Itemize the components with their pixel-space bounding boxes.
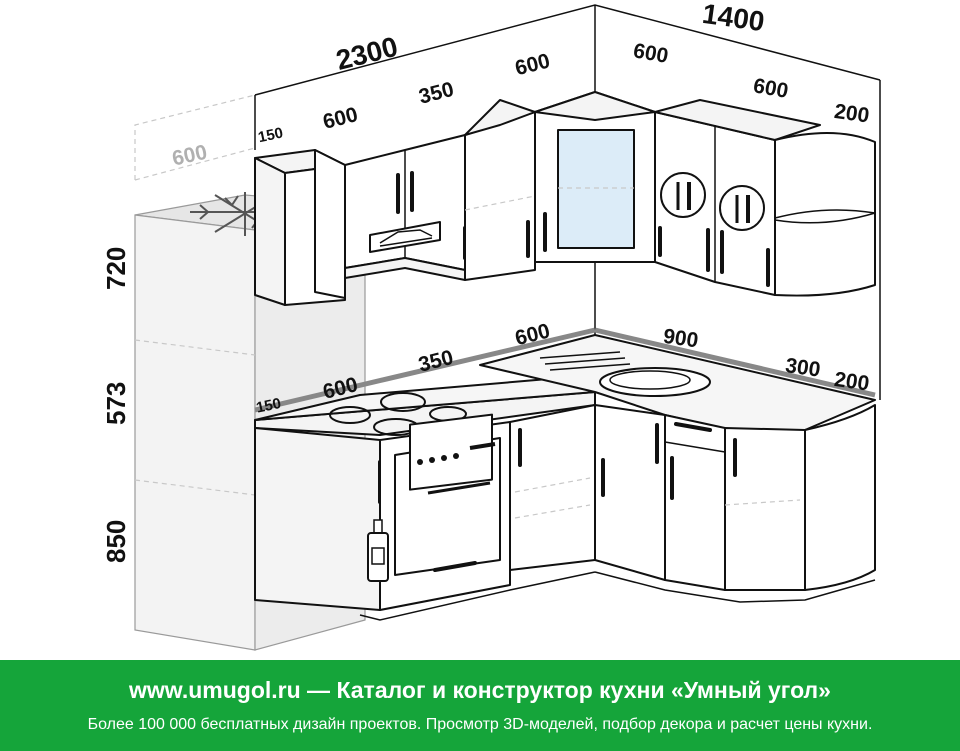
- dim-height-base: 850: [101, 520, 131, 563]
- dim-wall-left-150: 150: [257, 124, 285, 146]
- kitchen-diagram: 2300 1400 150 600 350 600 600 600 200 60…: [101, 0, 881, 651]
- dim-top-total-left: 2300: [333, 31, 401, 76]
- dim-height-upper: 720: [101, 247, 131, 290]
- upper-cabinet-small: [254, 149, 346, 306]
- dim-wall-left-600b: 600: [513, 49, 553, 80]
- dim-base-right-200: 200: [833, 368, 871, 396]
- fork-knife-icon: [660, 172, 706, 218]
- dim-wall-right-600b: 600: [752, 74, 791, 103]
- upper-cabinets-left: [344, 99, 536, 281]
- plinth: [359, 571, 876, 621]
- kitchen-drawing: 2300 1400 150 600 350 600 600 600 200 60…: [101, 0, 881, 651]
- dim-base-right-900: 900: [662, 325, 700, 353]
- dim-fridge-depth: 600: [170, 141, 209, 171]
- dim-height-gap: 573: [101, 382, 131, 425]
- dim-wall-left-600: 600: [321, 103, 361, 134]
- base-cabinets-left: [254, 404, 596, 611]
- dim-wall-right-600: 600: [632, 39, 671, 68]
- dim-top-total-right: 1400: [700, 0, 766, 37]
- dim-wall-right-200: 200: [833, 100, 871, 128]
- dim-base-corner-600: 600: [513, 319, 553, 350]
- base-cabinets-right: [594, 404, 876, 591]
- oven-icon: [417, 442, 496, 495]
- cooker-hood: [369, 221, 441, 253]
- footer-subtitle: Более 100 000 бесплатных дизайн проектов…: [87, 716, 873, 733]
- bottle-icon: [367, 519, 389, 582]
- sink-icon: [539, 351, 711, 397]
- dim-base-left-150: 150: [255, 395, 283, 417]
- upper-open-shelves: [774, 131, 876, 297]
- footer-banner: www.umugol.ru — Каталог и конструктор ку…: [0, 660, 960, 751]
- fork-knife-icon: [719, 185, 765, 231]
- dim-wall-left-350: 350: [417, 78, 457, 109]
- dim-base-right-300: 300: [784, 354, 822, 382]
- dim-base-left-350: 350: [416, 346, 456, 377]
- upper-corner-glass-cabinet: [534, 91, 656, 263]
- upper-cabinets-right: [654, 99, 821, 296]
- footer-title[interactable]: www.umugol.ru — Каталог и конструктор ку…: [129, 677, 831, 703]
